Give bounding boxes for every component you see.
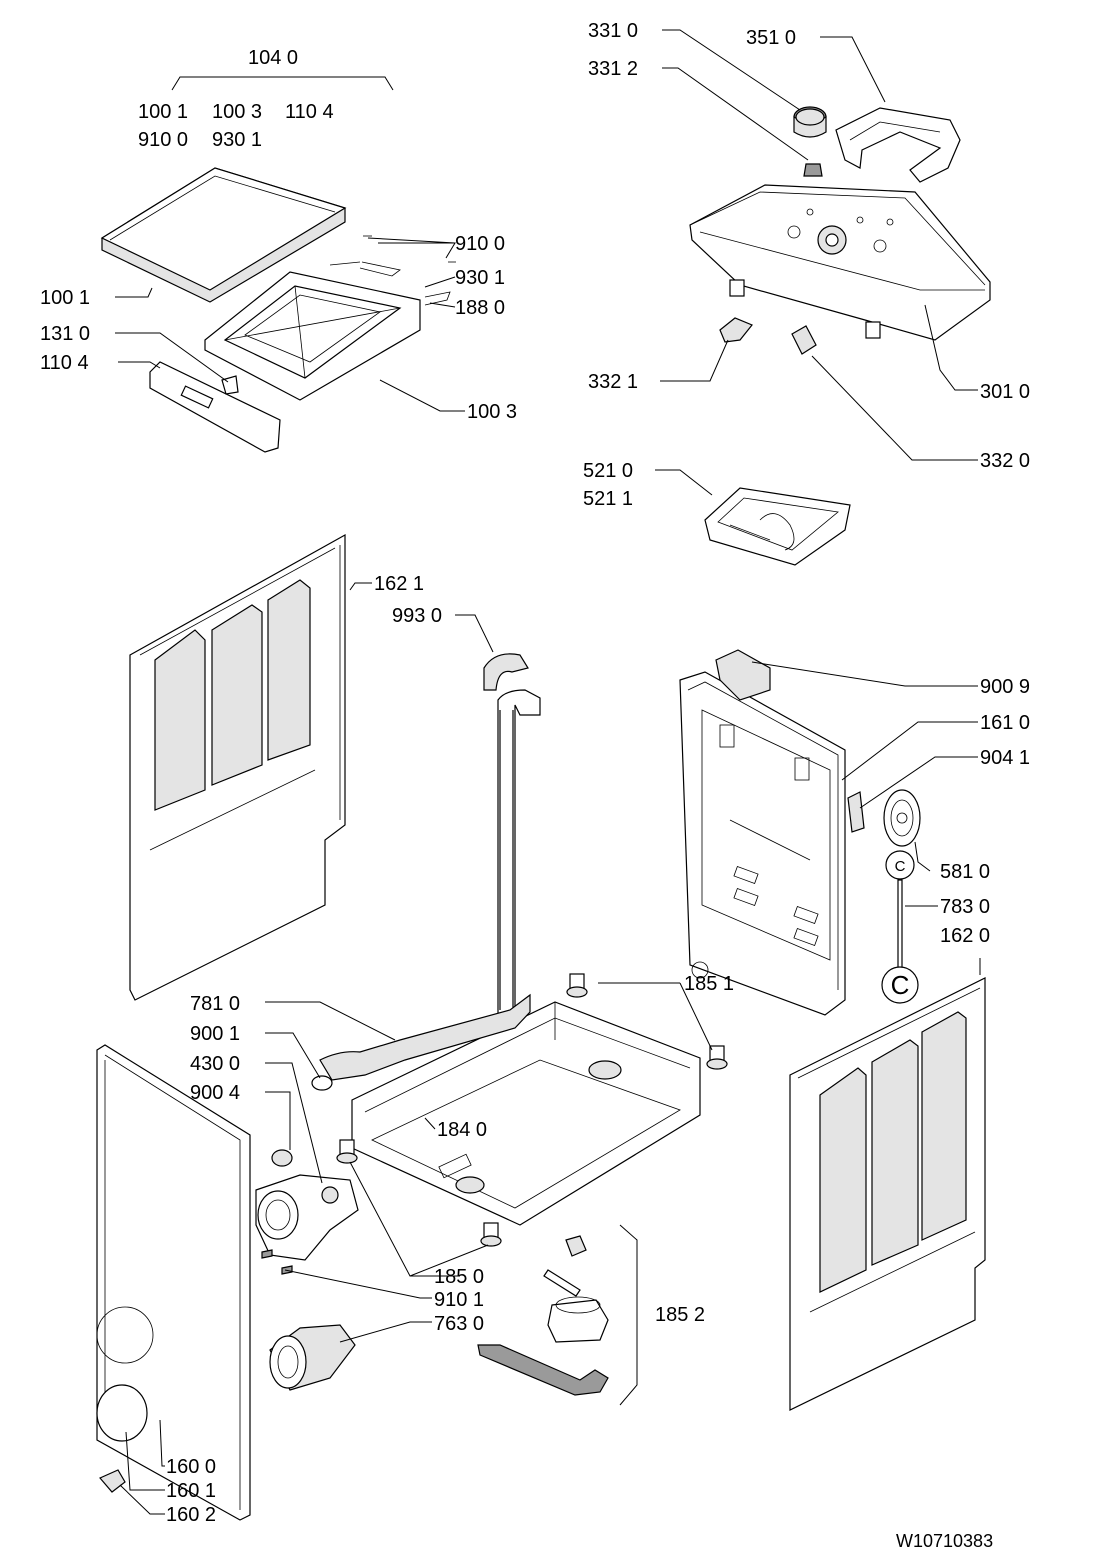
connector-c-large-label: C bbox=[891, 970, 910, 1000]
label-set: 104 0 100 1 100 3 110 4 910 0 930 1 910 … bbox=[40, 20, 1030, 1551]
label-904-1: 904 1 bbox=[980, 747, 1030, 769]
label-110-4-group: 110 4 bbox=[285, 101, 334, 123]
connector-c-small-label: C bbox=[895, 858, 906, 875]
label-185-1: 185 1 bbox=[684, 973, 734, 995]
pressure-switch bbox=[883, 789, 921, 847]
drain-hose bbox=[319, 993, 531, 1081]
control-panel-group bbox=[660, 29, 991, 461]
label-188-0: 188 0 bbox=[455, 297, 505, 319]
label-930-1: 930 1 bbox=[455, 267, 505, 289]
label-581-0: 581 0 bbox=[940, 861, 990, 883]
label-110-4: 110 4 bbox=[40, 352, 89, 374]
foot-185-0-a bbox=[336, 1139, 358, 1164]
top-lid-group bbox=[100, 76, 465, 453]
label-763-0: 763 0 bbox=[434, 1313, 484, 1335]
label-993-0: 993 0 bbox=[392, 605, 442, 627]
dispenser-tray bbox=[704, 487, 851, 566]
label-900-9: 900 9 bbox=[980, 676, 1030, 698]
leveling-lever bbox=[477, 1344, 609, 1396]
front-trim bbox=[149, 361, 281, 453]
hose-elbow bbox=[483, 653, 529, 691]
label-162-0: 162 0 bbox=[940, 925, 990, 947]
foot-185-1-a bbox=[566, 973, 588, 998]
base-frame-group bbox=[336, 973, 728, 1277]
service-cover bbox=[96, 1384, 148, 1442]
label-131-0: 131 0 bbox=[40, 323, 90, 345]
label-332-1: 332 1 bbox=[588, 371, 638, 393]
front-panel-group bbox=[96, 1044, 251, 1521]
dispenser-group bbox=[655, 469, 851, 566]
label-100-3: 100 3 bbox=[467, 401, 517, 423]
label-351-0: 351 0 bbox=[746, 27, 796, 49]
label-332-0: 332 0 bbox=[980, 450, 1030, 472]
foot-185-1-b bbox=[706, 1045, 728, 1070]
label-301-0: 301 0 bbox=[980, 381, 1030, 403]
label-184-0: 184 0 bbox=[437, 1119, 487, 1141]
label-160-0: 160 0 bbox=[166, 1456, 216, 1478]
drain-pump-group bbox=[255, 1062, 432, 1391]
label-160-2: 160 2 bbox=[166, 1504, 216, 1526]
label-185-2: 185 2 bbox=[655, 1304, 705, 1326]
foot-185-0-b bbox=[480, 1222, 502, 1247]
label-161-0: 161 0 bbox=[980, 712, 1030, 734]
leveling-foot-cup bbox=[547, 1299, 609, 1343]
label-100-3-group: 100 3 bbox=[212, 101, 262, 123]
label-900-1: 900 1 bbox=[190, 1023, 240, 1045]
front-panel bbox=[96, 1044, 251, 1521]
base-frame bbox=[351, 1001, 701, 1226]
label-331-2: 331 2 bbox=[588, 58, 638, 80]
drain-hose-group bbox=[265, 993, 531, 1091]
label-521-0: 521 0 bbox=[583, 460, 633, 482]
connector-c-large bbox=[881, 966, 919, 1004]
label-781-0: 781 0 bbox=[190, 993, 240, 1015]
label-160-1: 160 1 bbox=[166, 1480, 216, 1502]
label-185-0: 185 0 bbox=[434, 1266, 484, 1288]
document-code: W10710383 bbox=[896, 1531, 993, 1551]
label-162-1: 162 1 bbox=[374, 573, 424, 595]
label-331-0: 331 0 bbox=[588, 20, 638, 42]
label-783-0: 783 0 bbox=[940, 896, 990, 918]
label-910-1: 910 1 bbox=[434, 1289, 484, 1311]
label-100-1: 100 1 bbox=[40, 287, 90, 309]
connector-c-small bbox=[885, 850, 915, 880]
label-900-4: 900 4 bbox=[190, 1082, 240, 1104]
label-910-0: 910 0 bbox=[455, 233, 505, 255]
right-side-panel-group bbox=[789, 958, 986, 1411]
label-910-0-group: 910 0 bbox=[138, 129, 188, 151]
label-521-1: 521 1 bbox=[583, 488, 633, 510]
fill-hose-group bbox=[455, 614, 541, 1021]
rear-panel-group bbox=[679, 649, 978, 1016]
leveling-assembly-group bbox=[477, 1224, 638, 1406]
label-100-1-group: 100 1 bbox=[138, 101, 188, 123]
console-panel bbox=[689, 184, 991, 341]
label-430-0: 430 0 bbox=[190, 1053, 240, 1075]
left-side-panel-group bbox=[129, 533, 372, 1001]
label-930-1-group: 930 1 bbox=[212, 129, 262, 151]
label-104-0: 104 0 bbox=[248, 47, 298, 69]
panel-bracket bbox=[835, 107, 961, 183]
